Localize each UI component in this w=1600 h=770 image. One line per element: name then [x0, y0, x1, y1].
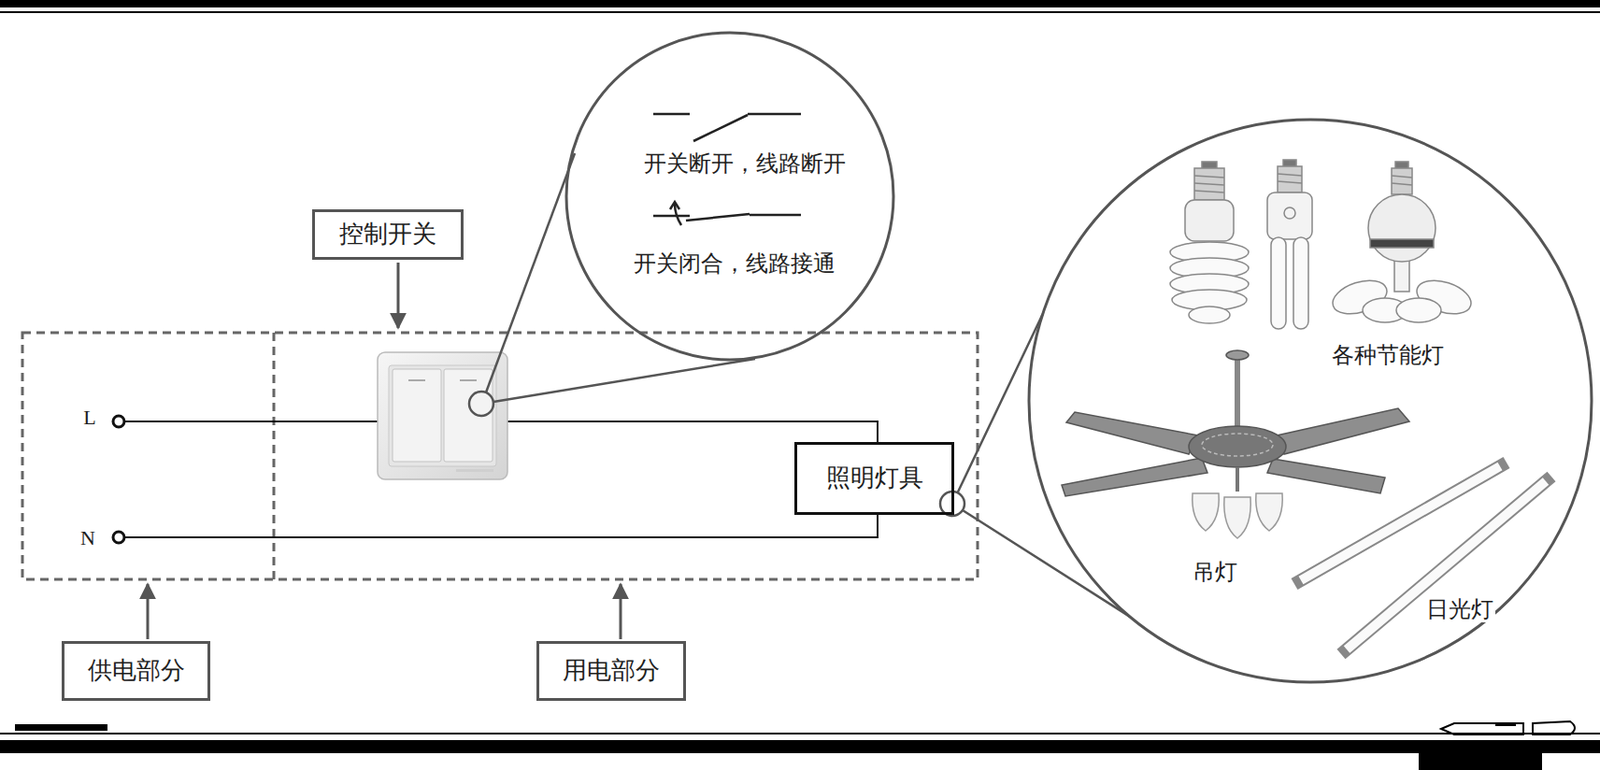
circle-outline: [564, 30, 896, 362]
terminal: [113, 415, 125, 543]
label-box: 用电部分: [536, 641, 686, 701]
dashed-region: [22, 332, 978, 580]
text-holder: 开关闭合，线路接通: [631, 250, 838, 278]
label-box: 控制开关: [312, 209, 464, 260]
box-label: 照明灯具: [826, 463, 924, 493]
box-label: 控制开关: [339, 219, 437, 249]
ceiling-fan-lamp: [1061, 350, 1410, 539]
circle-outline: [1027, 117, 1594, 685]
box-label: 用电部分: [562, 656, 660, 686]
cfl-u-tube: [1267, 159, 1313, 329]
cfl-spiral: [1170, 161, 1249, 324]
circle-outline: [1028, 119, 1592, 683]
fluorescent-tube: [1294, 462, 1552, 655]
box-label: 供电部分: [87, 656, 186, 686]
pencil-decoration: [1441, 721, 1575, 735]
cfl-flower: [1328, 161, 1476, 323]
label-box: 供电部分: [61, 641, 211, 701]
caption-text: 日光灯: [1424, 596, 1496, 623]
text-holder: 各种节能灯: [1329, 342, 1446, 370]
caption-text: 开关闭合，线路接通: [631, 250, 838, 277]
caption-text: 开关断开，线路断开: [642, 150, 848, 177]
text-holder: L: [82, 405, 97, 430]
caption-text: 吊灯: [1190, 558, 1240, 586]
lamp-box: 照明灯具: [794, 442, 955, 515]
magnifier-connector: [940, 314, 1130, 617]
terminal-label: N: [79, 526, 97, 550]
magnifier-leader: [469, 153, 756, 416]
text-holder: 日光灯: [1424, 596, 1496, 624]
magnifier-circle: 开关断开，线路断开开关闭合，线路接通: [564, 30, 896, 362]
text-holder: N: [79, 526, 97, 551]
magnifier-circle: 各种节能灯吊灯日光灯: [1027, 117, 1594, 685]
terminal-label: L: [82, 405, 97, 429]
text-holder: 吊灯: [1190, 558, 1240, 586]
caption-text: 各种节能灯: [1329, 342, 1446, 369]
leader-arrow: [147, 262, 621, 640]
text-holder: 开关断开，线路断开: [642, 150, 848, 178]
switch-picture: [377, 352, 508, 480]
circle-outline: [566, 32, 894, 360]
